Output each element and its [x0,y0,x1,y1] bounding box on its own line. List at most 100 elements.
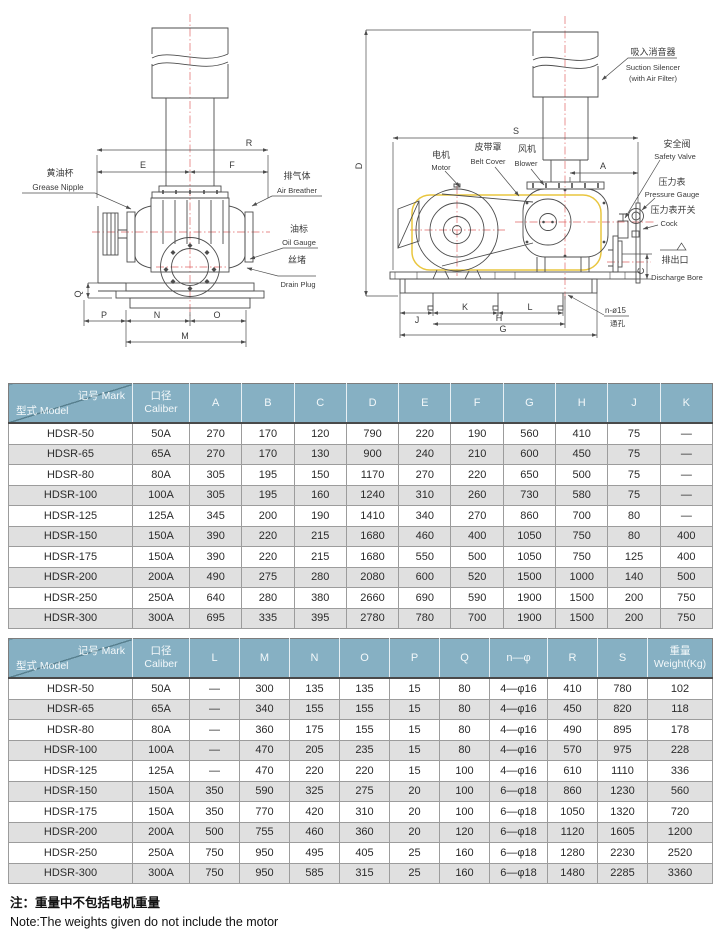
table-cell: 20 [389,821,440,843]
column-header: S [597,638,648,679]
table-cell: 270 [450,505,504,527]
dim-M: M [181,331,189,341]
table-cell: 400 [659,546,713,568]
holes-sub-label: 通孔 [610,318,625,328]
table-cell: 590 [239,780,290,802]
table-cell: 410 [547,677,598,700]
table-cell: 200 [607,607,661,629]
table-cell: HDSR-125 [8,760,133,782]
table-cell: 2285 [597,862,648,884]
cock-label-zh: 压力表开关 [650,204,695,215]
motor-terminal-plate [397,200,420,249]
motor-label-zh: 电机 [432,149,450,160]
table-cell: 270 [188,422,243,445]
table-cell: HDSR-100 [8,739,133,761]
table-cell: 125A [132,760,190,782]
caliber-header-cell: 口径 Caliber [132,383,190,424]
corner-header-cell: 记号 Mark 型式 Model [8,638,133,679]
table-cell: 300 [239,677,290,700]
table-cell: 460 [289,821,340,843]
table-cell: 65A [132,698,190,720]
table-cell: 1500 [555,607,609,629]
table-cell: 6—φ18 [489,780,548,802]
front-view-drawing: R E F Q P N O M 黄油杯 Grease Nipple 排气体 Ai… [22,14,322,347]
discharge-flange-circle [160,237,220,297]
table-cell: — [189,677,240,700]
dim-L: L [527,302,532,312]
dim-P: P [101,310,107,320]
table-cell: 200 [241,505,295,527]
table-cell: 190 [450,422,504,445]
table-cell: 450 [547,698,598,720]
table-cell: 80 [439,739,490,761]
blower-casing-front [150,197,230,273]
table-cell: HDSR-65 [8,698,133,720]
dim-D: D [355,162,364,169]
table-cell: 750 [189,862,240,884]
dim-K: K [462,302,468,312]
safety-valve-label-zh: 安全阀 [663,138,690,149]
table-cell: — [659,422,713,445]
oil-gauge-label-en: Oil Gauge [282,238,316,247]
table-cell: 560 [647,780,713,802]
table-cell: 770 [239,801,290,823]
table-cell: 500 [555,464,609,486]
weight-header-cell: 重量 Weight(Kg) [647,638,713,679]
table-cell: 4—φ16 [489,698,548,720]
table-cell: 345 [188,505,243,527]
table-cell: 220 [450,464,504,486]
table-cell: HDSR-80 [8,719,133,741]
dim-R: R [246,138,253,148]
table-cell: 750 [189,842,240,864]
table-cell: 178 [647,719,713,741]
table-cell: 80 [607,505,661,527]
table-cell: 695 [188,607,243,629]
table-cell: HDSR-250 [8,587,133,609]
table-cell: 325 [289,780,340,802]
table-cell: HDSR-65 [8,443,133,465]
table-cell: — [659,443,713,465]
table-cell: 80 [439,698,490,720]
table-cell: 335 [241,607,295,629]
table-cell: 1120 [547,821,598,843]
table-cell: 750 [555,525,609,547]
table-cell: 195 [241,464,295,486]
table-cell: 130 [293,443,347,465]
table-cell: 340 [239,698,290,720]
belt-cover-label-zh: 皮带罩 [474,141,501,152]
table-cell: 220 [289,760,340,782]
table-cell: 640 [188,587,243,609]
dim-A: A [600,161,606,171]
table-cell: 380 [293,587,347,609]
column-header: B [241,383,295,424]
table-cell: 550 [398,546,452,568]
table-cell: 275 [339,780,390,802]
table-cell: 700 [555,505,609,527]
table-cell: 270 [398,464,452,486]
column-header: Q [439,638,490,679]
table-cell: — [659,484,713,506]
table-cell: HDSR-50 [8,422,133,445]
table-cell: 395 [293,607,347,629]
air-breather-label-zh: 排气体 [283,170,310,181]
column-header: C [293,383,347,424]
belt-cover-label-en: Belt Cover [470,157,506,166]
table-cell: 1500 [555,587,609,609]
table-cell: 750 [555,546,609,568]
model-header: 型式 Model [16,405,69,417]
table-cell: 300A [132,862,190,884]
caliber-zh: 口径 [150,645,172,657]
table-cell: HDSR-50 [8,677,133,700]
dim-N: N [154,310,161,320]
column-header: P [389,638,440,679]
table-cell: 500 [450,546,504,568]
oil-gauge-label-zh: 油标 [290,223,308,234]
table-cell: 15 [389,698,440,720]
caliber-en: Caliber [144,403,178,415]
